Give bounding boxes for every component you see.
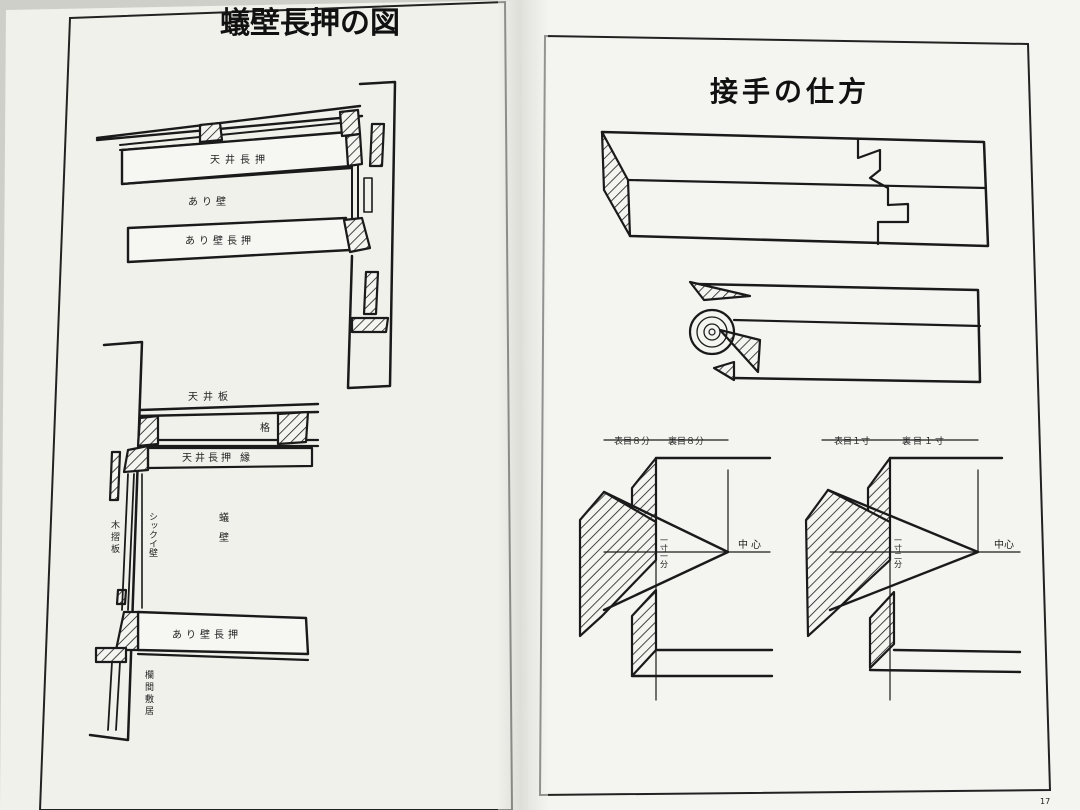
right-page-title: 接手の仕方 [710,75,870,108]
label-ari-kabe-nageshi-bottom: あり壁長押 [172,628,242,641]
label-omote-left: 表目８分 [614,435,650,447]
label-ranma-shikii: 欄間敷居 [143,669,154,718]
label-ari-kabe-vertical: 蟻壁 [217,511,229,552]
label-shikkui-kabe: シックイ壁 [147,512,158,557]
dovetail-detail-left: 表目８分 裏目８分 中心 一寸一分 [578,435,774,701]
label-tenjo-ita: 天井板 [188,390,233,403]
label-ari-kabe: あり壁 [188,195,230,208]
label-dim-right: 一寸二分 [894,536,903,569]
label-omote-right: 表目１寸 [834,435,870,447]
label-ceiling-nageshi-fuchi: 天井長押 縁 [182,451,253,464]
dovetail-detail-right: 表目１寸 裏目１寸 中心 一寸二分 [804,435,1022,701]
label-chushin-left: 中心 [738,538,764,551]
gutter-shadow [498,0,548,810]
left-page-title: 蟻壁長押の図 [220,6,400,41]
label-ura-left: 裏目８分 [668,435,704,447]
label-mokugen-ita: 木摺板 [109,519,120,556]
label-dim-left: 一寸一分 [660,536,669,569]
page-number: 17 [1040,797,1050,806]
label-ceiling-nageshi: 天井長押 [210,153,270,166]
label-chushin-right: 中心 [994,538,1014,551]
label-kaku: 格 [260,421,270,434]
label-ura-right: 裏目１寸 [902,435,946,447]
beam-end-joint-diagram [688,280,982,384]
label-ari-kabe-nageshi-top: あり壁長押 [185,234,255,247]
bottom-section-diagram: 天井板 格 天井長押 縁 蟻壁 シックイ壁 木摺板 あり壁長押 欄間敷居 [88,340,320,742]
top-section-diagram: 天井長押 あり壁 あり壁長押 [95,80,397,390]
right-page [520,0,1080,810]
beam-dovetail-diagram [600,130,990,248]
